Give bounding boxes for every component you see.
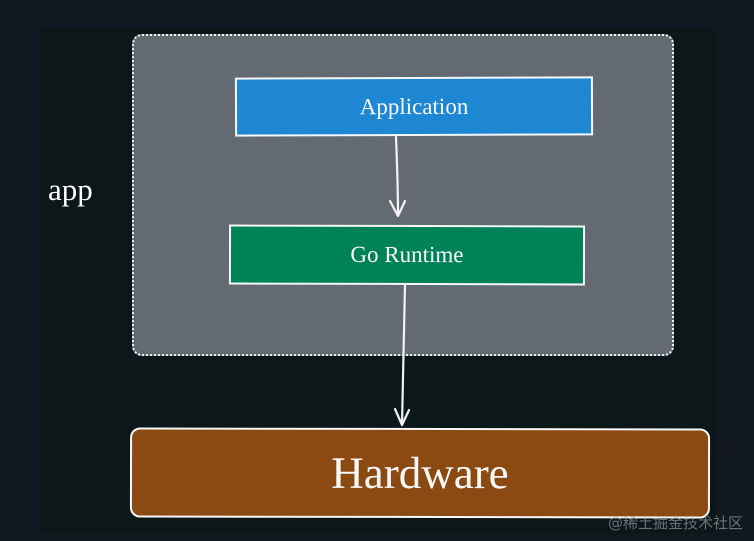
- go-runtime-node-label: Go Runtime: [350, 241, 464, 268]
- application-node: Application: [234, 76, 594, 137]
- hardware-node: Hardware: [129, 427, 711, 519]
- app-group-label: app: [48, 172, 93, 207]
- hardware-node-label: Hardware: [331, 447, 509, 499]
- community-watermark: @稀土掘金技术社区: [607, 514, 743, 532]
- go-runtime-node: Go Runtime: [228, 224, 586, 286]
- application-node-label: Application: [359, 93, 469, 119]
